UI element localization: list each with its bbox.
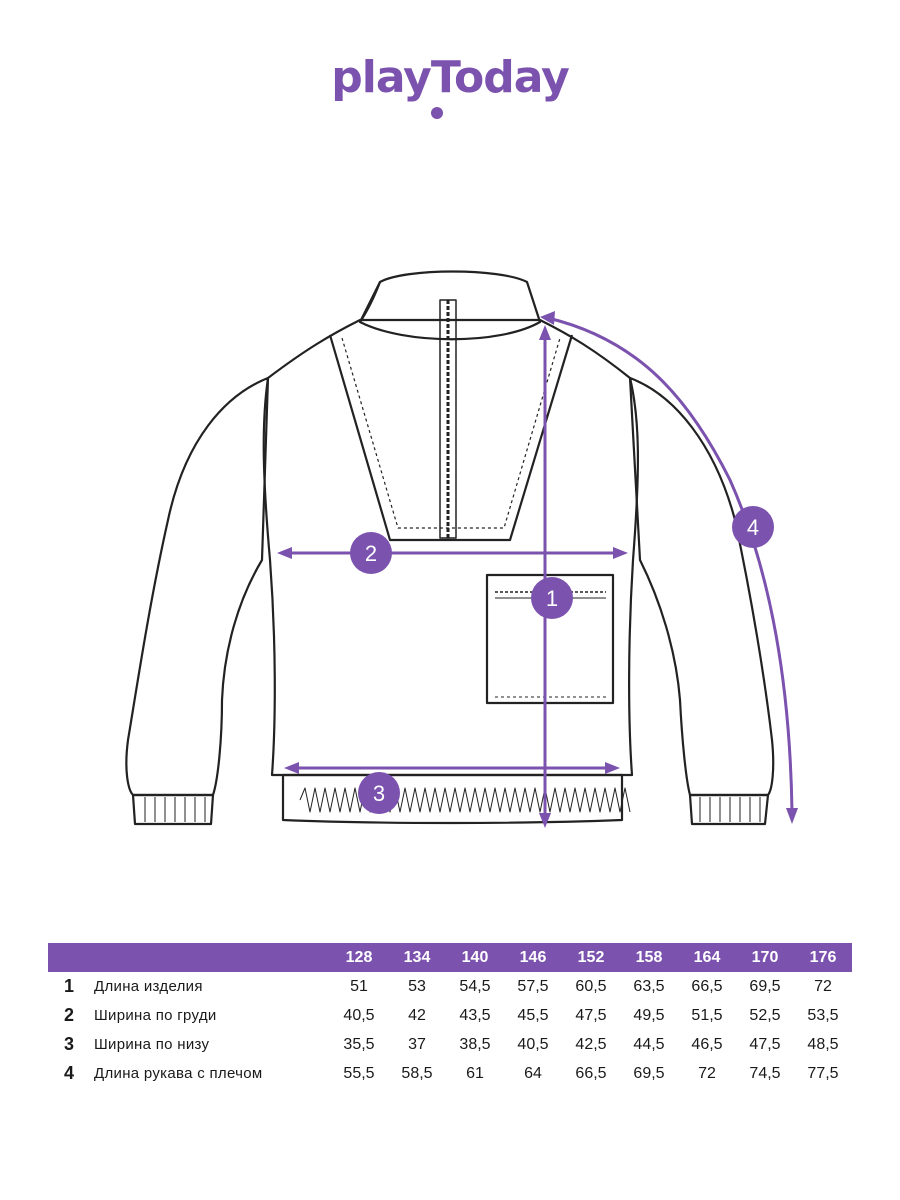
arrow-4-top [540,311,555,325]
table-cell: 44,5 [633,1035,665,1053]
table-cell: 42,5 [575,1035,607,1053]
marker-4-label: 4 [747,515,759,540]
table-cell: 48,5 [807,1035,839,1053]
table-cell: 53,5 [807,1006,839,1024]
table-cell: 55,5 [343,1064,375,1082]
table-cell: 54,5 [459,977,491,995]
table-cell: 40,5 [343,1006,375,1024]
marker-1-label: 1 [546,586,558,611]
logo-text: playToday [331,52,569,103]
table-cell: 38,5 [459,1035,491,1053]
size-header-134: 134 [403,948,431,966]
table-cell: 53 [408,977,426,995]
header-blank [48,943,94,972]
garment-diagram: 1 2 3 4 [125,270,798,828]
table-cell: 64 [524,1064,542,1082]
table-cell: 69,5 [633,1064,665,1082]
table-cell: 57,5 [517,977,549,995]
table-cell: 77,5 [807,1064,839,1082]
row-label: Длина изделия [94,978,203,995]
size-table-grid: 128 134 140 146 152 158 164 170 176 1 Длина издел… [48,943,852,1088]
table-row: 1 Длина изделия 51 53 54,5 57,5 60,5 63,5 66,5 69… [48,972,852,1001]
table-cell: 69,5 [749,977,781,995]
table-row: 2 Ширина по груди 40,5 42 43,5 45,5 47,5 49,5 51… [48,1001,852,1030]
marker-3: 3 [358,772,400,814]
table-cell: 63,5 [633,977,665,995]
table-cell: 58,5 [401,1064,433,1082]
marker-2-label: 2 [365,541,377,566]
table-cell: 60,5 [575,977,607,995]
arrow-4-bottom [786,808,798,824]
logo-dot [431,107,443,119]
arrow-2-right [613,547,628,559]
header-blank-label [94,943,330,972]
size-header-164: 164 [693,948,721,966]
table-cell: 49,5 [633,1006,665,1024]
row-label: Ширина по груди [94,1007,217,1024]
table-cell: 66,5 [691,977,723,995]
size-header-128: 128 [345,948,373,966]
size-header-140: 140 [461,948,489,966]
table-cell: 51,5 [691,1006,723,1024]
jacket-outline [125,270,775,826]
table-cell: 52,5 [749,1006,781,1024]
row-number: 4 [64,1063,75,1083]
size-header-row: 128 134 140 146 152 158 164 170 176 [48,943,852,972]
table-cell: 40,5 [517,1035,549,1053]
size-table-body: 1 Длина изделия 51 53 54,5 57,5 60,5 63,5 66,5 69… [48,972,852,1088]
size-table: 128 134 140 146 152 158 164 170 176 1 Длина издел… [48,943,852,1088]
size-header-146: 146 [519,948,547,966]
size-header-176: 176 [809,948,837,966]
table-cell: 35,5 [343,1035,375,1053]
table-cell: 46,5 [691,1035,723,1053]
table-cell: 47,5 [749,1035,781,1053]
table-row: 3 Ширина по низу 35,5 37 38,5 40,5 42,5 44,5 46,… [48,1030,852,1059]
marker-4: 4 [732,506,774,548]
table-cell: 42 [408,1006,426,1024]
arrow-1-bottom [539,813,551,828]
table-cell: 51 [350,977,368,995]
table-cell: 37 [408,1035,426,1053]
arrow-3-left [284,762,299,774]
marker-3-label: 3 [373,781,385,806]
arrow-3-right [605,762,620,774]
size-header-170: 170 [751,948,779,966]
table-cell: 72 [814,977,832,995]
table-cell: 47,5 [575,1006,607,1024]
row-number: 2 [64,1005,75,1025]
row-number: 1 [64,976,75,996]
row-number: 3 [64,1034,75,1054]
marker-2: 2 [350,532,392,574]
marker-1: 1 [531,577,573,619]
row-label: Длина рукава с плечом [94,1065,263,1082]
arrow-2-left [277,547,292,559]
table-cell: 66,5 [575,1064,607,1082]
size-header-152: 152 [577,948,605,966]
table-cell: 45,5 [517,1006,549,1024]
measure-line-4 [547,316,794,813]
size-header-158: 158 [635,948,663,966]
table-cell: 72 [698,1064,716,1082]
table-cell: 74,5 [749,1064,781,1082]
table-row: 4 Длина рукава с плечом 55,5 58,5 61 64 66,5 69… [48,1059,852,1088]
row-label: Ширина по низу [94,1036,210,1053]
table-cell: 61 [466,1064,484,1082]
brand-logo: playToday [331,52,570,119]
measurement-lines [277,311,798,828]
arrow-1-top [539,325,551,340]
table-cell: 43,5 [459,1006,491,1024]
